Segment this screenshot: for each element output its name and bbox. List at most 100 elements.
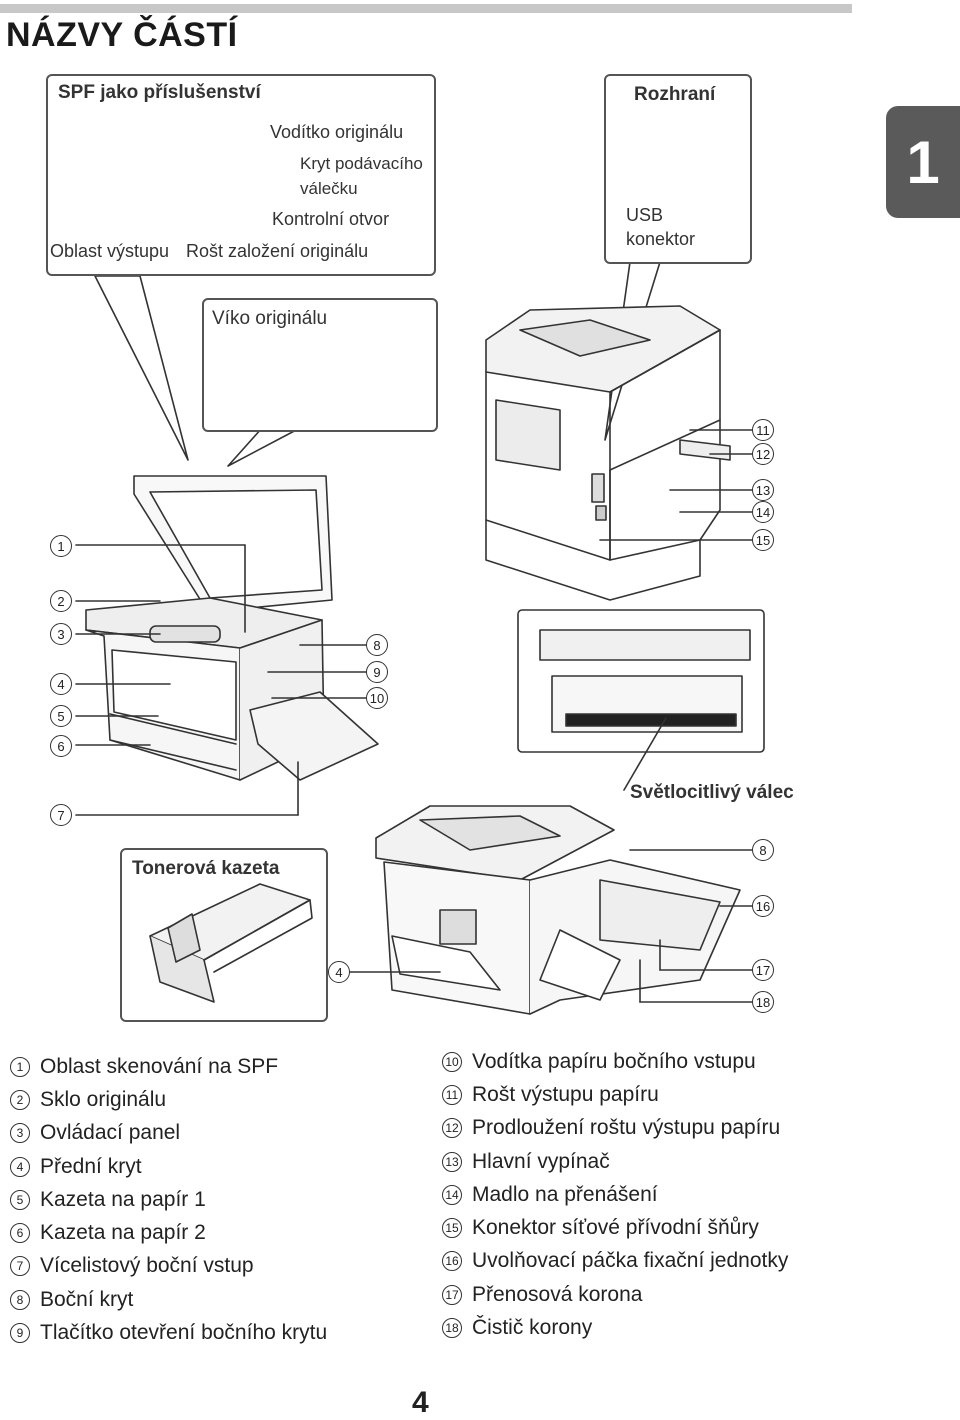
legend-text: Hlavní vypínač <box>472 1149 610 1173</box>
callout-15: 15 <box>752 529 774 551</box>
header-rule <box>0 4 852 13</box>
callout-8: 8 <box>366 634 388 656</box>
legend-text: Sklo originálu <box>40 1087 167 1111</box>
legend-number: 11 <box>442 1084 462 1105</box>
copier-front-view <box>75 475 379 816</box>
legend-number: 5 <box>10 1189 30 1210</box>
drum-label: Světlocitlivý válec <box>630 782 794 803</box>
legend-number: 13 <box>442 1151 462 1172</box>
callout-13: 13 <box>752 479 774 501</box>
legend-number: 16 <box>442 1251 462 1272</box>
callout-7: 7 <box>50 804 72 826</box>
callout-4b: 4 <box>328 961 350 983</box>
legend-text: Madlo na přenášení <box>472 1182 658 1206</box>
callout-18: 18 <box>752 991 774 1013</box>
drum-box-drawing <box>517 609 765 791</box>
legend-text: Tlačítko otevření bočního krytu <box>40 1321 328 1345</box>
legend-number: 6 <box>10 1223 30 1244</box>
copier-rear-view <box>485 305 753 601</box>
page-title: NÁZVY ČÁSTÍ <box>6 16 238 54</box>
callout-11: 11 <box>752 419 774 441</box>
original-cover-box <box>202 298 438 432</box>
cover-pointer <box>227 427 301 467</box>
spf-pointer <box>94 275 189 461</box>
legend-item: 10 Vodítka papíru bočního vstupu <box>442 1045 788 1078</box>
toner-cartridge-drawing <box>149 883 313 1003</box>
callout-5: 5 <box>50 705 72 727</box>
legend-text: Přední kryt <box>40 1154 142 1178</box>
callout-12: 12 <box>752 443 774 465</box>
legend-number: 9 <box>10 1323 30 1344</box>
legend-text: Uvolňovací páčka fixační jednotky <box>472 1249 789 1273</box>
legend-item: 8 Boční kryt <box>10 1283 327 1316</box>
legend-number: 17 <box>442 1284 462 1305</box>
label-usb-line2: konektor <box>626 229 696 249</box>
legend-item: 14 Madlo na přenášení <box>442 1178 788 1211</box>
label-original-guide: Vodítko originálu <box>270 122 404 142</box>
legend-number: 18 <box>442 1318 462 1339</box>
callout-4: 4 <box>50 673 72 695</box>
legend-text: Oblast skenování na SPF <box>40 1054 279 1078</box>
label-feed-tray: Rošt založení originálu <box>186 241 369 261</box>
legend-item: 13 Hlavní vypínač <box>442 1145 788 1178</box>
spf-box-title: SPF jako příslušenství <box>58 82 261 103</box>
copier-open-side-view <box>349 805 753 1015</box>
legend-text: Prodloužení roštu výstupu papíru <box>472 1116 781 1140</box>
legend-number: 8 <box>10 1289 30 1310</box>
legend-item: 16 Uvolňovací páčka fixační jednotky <box>442 1245 788 1278</box>
legend-number: 2 <box>10 1089 30 1110</box>
original-cover-title: Víko originálu <box>212 308 328 329</box>
legend-text: Čistič korony <box>472 1316 593 1340</box>
chapter-tab[interactable]: 1 <box>886 106 960 218</box>
legend-number: 14 <box>442 1184 462 1205</box>
label-usb-line1: USB <box>626 205 664 225</box>
callout-10: 10 <box>366 687 388 709</box>
legend-text: Rošt výstupu papíru <box>472 1082 659 1106</box>
legend-text: Kazeta na papír 1 <box>40 1187 206 1211</box>
legend-item: 2 Sklo originálu <box>10 1083 327 1116</box>
legend-number: 4 <box>10 1156 30 1177</box>
toner-box-title: Tonerová kazeta <box>132 858 280 879</box>
label-exit-area: Oblast výstupu <box>50 241 170 261</box>
legend-text: Konektor síťové přívodní šňůry <box>472 1216 759 1240</box>
legend-number: 12 <box>442 1118 462 1139</box>
legend-item: 5 Kazeta na papír 1 <box>10 1183 327 1216</box>
callout-1: 1 <box>50 535 72 557</box>
label-roller-cover-line1: Kryt podávacího <box>300 154 423 173</box>
callout-6: 6 <box>50 735 72 757</box>
legend-text: Přenosová korona <box>472 1282 643 1306</box>
spf-accessory-box <box>46 74 436 276</box>
legend-item: 18 Čistič korony <box>442 1311 788 1344</box>
legend-right: 10 Vodítka papíru bočního vstupu 11 Rošt v… <box>442 1045 788 1345</box>
legend-item: 17 Přenosová korona <box>442 1278 788 1311</box>
callout-2: 2 <box>50 590 72 612</box>
legend-number: 10 <box>442 1051 462 1072</box>
callout-8b: 8 <box>752 839 774 861</box>
interface-box <box>604 74 752 264</box>
legend-item: 9 Tlačítko otevření bočního krytu <box>10 1316 327 1349</box>
page-number: 4 <box>412 1386 429 1419</box>
legend-number: 15 <box>442 1218 462 1239</box>
legend-number: 1 <box>10 1056 30 1077</box>
legend-text: Ovládací panel <box>40 1121 181 1145</box>
legend-item: 3 Ovládací panel <box>10 1117 327 1150</box>
callout-17: 17 <box>752 959 774 981</box>
callout-9: 9 <box>366 661 388 683</box>
legend-number: 3 <box>10 1123 30 1144</box>
label-roller-cover-line2: válečku <box>300 179 358 198</box>
legend-text: Kazeta na papír 2 <box>40 1221 206 1245</box>
callout-14: 14 <box>752 501 774 523</box>
legend-text: Boční kryt <box>40 1287 134 1311</box>
legend-item: 6 Kazeta na papír 2 <box>10 1216 327 1249</box>
callout-16: 16 <box>752 895 774 917</box>
legend-item: 15 Konektor síťové přívodní šňůry <box>442 1211 788 1244</box>
legend-left: 1 Oblast skenování na SPF 2 Sklo originálu… <box>10 1050 327 1350</box>
toner-cartridge-box <box>120 848 328 1022</box>
legend-text: Vodítka papíru bočního vstupu <box>472 1049 756 1073</box>
legend-item: 4 Přední kryt <box>10 1150 327 1183</box>
legend-item: 11 Rošt výstupu papíru <box>442 1078 788 1111</box>
legend-number: 7 <box>10 1256 30 1277</box>
callout-3: 3 <box>50 623 72 645</box>
label-control-slot: Kontrolní otvor <box>272 209 390 229</box>
